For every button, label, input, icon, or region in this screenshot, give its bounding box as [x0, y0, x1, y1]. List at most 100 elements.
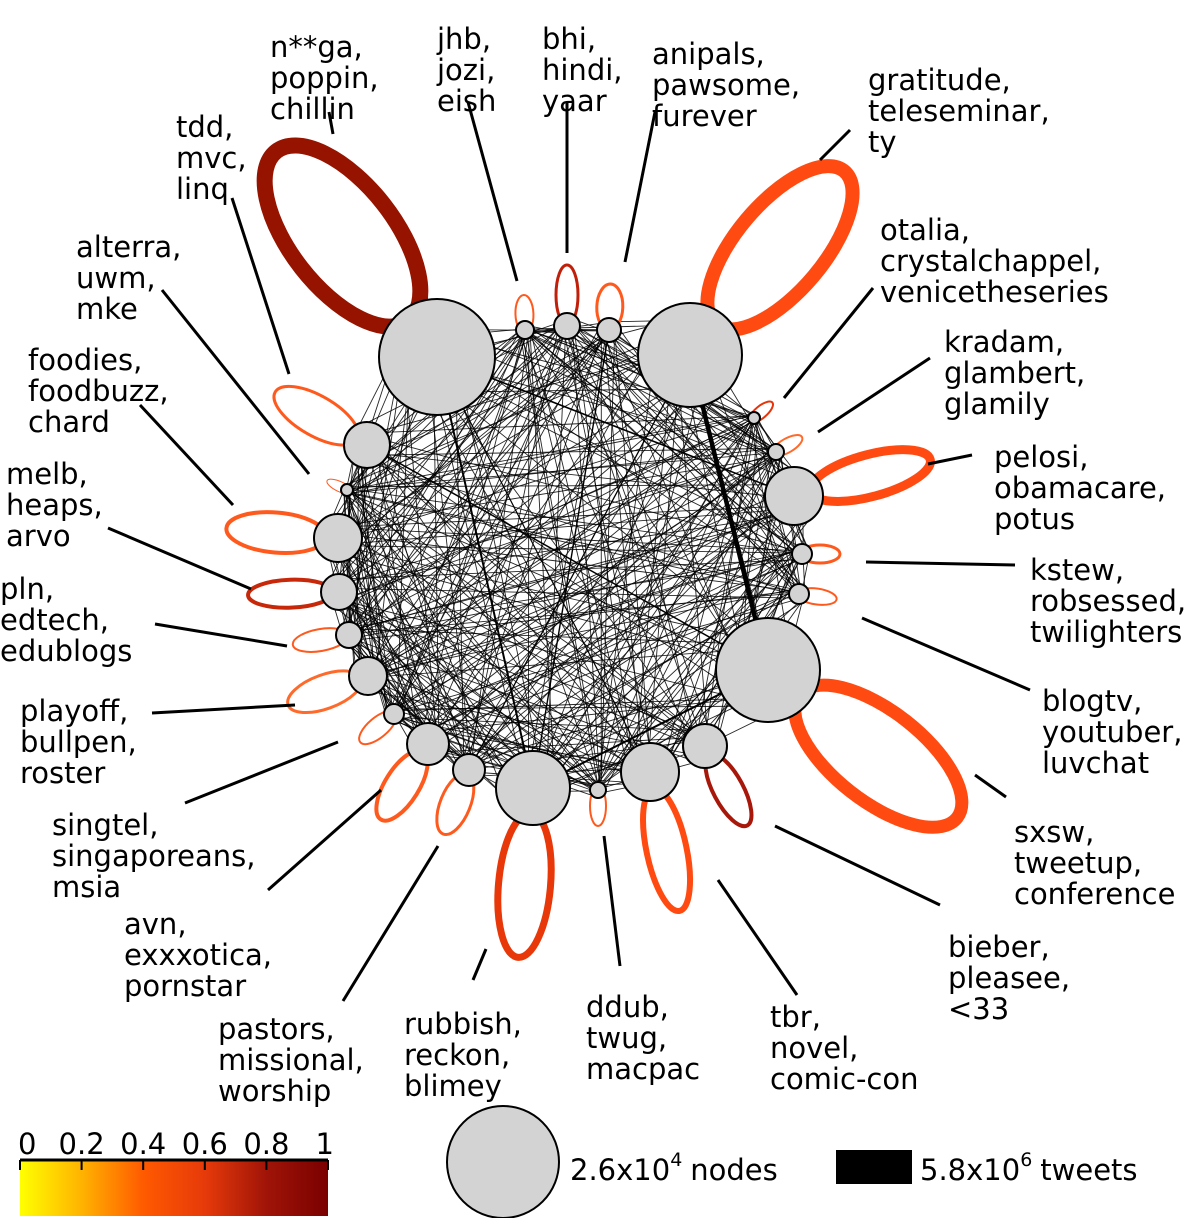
community-label-line: pastors, [218, 1012, 335, 1046]
community-label-line: pleasee, [948, 961, 1070, 995]
leader-line-avn [267, 788, 382, 892]
edge [343, 490, 785, 681]
leader-line-kstew [865, 560, 1016, 567]
edge [340, 550, 712, 750]
community-nodes [313, 298, 824, 826]
edge [603, 333, 645, 775]
community-label-line: potus [994, 502, 1075, 536]
community-label-line: twilighters [1030, 615, 1182, 649]
nodes-unit: nodes [690, 1153, 777, 1187]
leader-line-rubbish [471, 948, 488, 981]
community-label-line: pornstar [124, 969, 246, 1003]
community-label-line: jozi, [436, 53, 495, 87]
edge [349, 591, 419, 732]
edge [350, 492, 602, 791]
edge [371, 337, 603, 461]
community-label-line: tdd, [176, 110, 233, 144]
edge [428, 590, 798, 738]
edge [348, 580, 389, 717]
community-label-melb: melb,heaps,arvo [6, 457, 103, 553]
edge [347, 489, 717, 747]
edge [526, 324, 609, 781]
edge [350, 434, 699, 736]
leader-line-pln [154, 622, 288, 648]
community-label-line: chard [28, 405, 110, 439]
leader-line-anipals [623, 111, 657, 263]
edge [350, 487, 556, 799]
leader-line-jhb [466, 101, 519, 282]
edge [563, 321, 797, 555]
edge [335, 549, 521, 789]
community-label-line: edublogs [0, 634, 132, 668]
community-label-jhb: jhb,jozi,eish [436, 22, 496, 118]
edge-width-legend-swatch [836, 1150, 912, 1184]
edge [425, 326, 568, 730]
edge [529, 328, 557, 812]
edge-heavy [436, 356, 534, 789]
community-node [553, 312, 581, 340]
edge [367, 452, 710, 755]
edge [377, 440, 634, 754]
community-label-line: glambert, [944, 356, 1085, 390]
edge [602, 447, 782, 793]
edge [330, 456, 780, 529]
community-label-line: blogtv, [1042, 684, 1142, 718]
edge [477, 590, 800, 761]
community-label-line: ty [868, 125, 897, 159]
edge [349, 325, 617, 635]
edge [355, 457, 393, 708]
community-label-blogtv: blogtv,youtuber,luvchat [1042, 684, 1182, 780]
edge [337, 532, 806, 593]
leader-line-singtel [184, 740, 339, 805]
edge [597, 513, 815, 789]
community-label-kradam: kradam,glambert,glamily [944, 325, 1085, 421]
community-labels: n**ga,poppin,chillinjhb,jozi,eishbhi,hin… [0, 22, 1186, 1108]
edge [392, 596, 805, 714]
community-label-pelosi: pelosi,obamacare,potus [994, 440, 1166, 536]
community-label-line: <33 [948, 992, 1009, 1026]
self-loop [494, 809, 555, 961]
leader-line-alterra [160, 289, 311, 475]
edge [343, 548, 807, 641]
edge [422, 381, 697, 747]
community-label-line: singaporeans, [52, 839, 255, 873]
community-label-rubbish: rubbish,reckon,blimey [404, 1007, 522, 1103]
community-label-line: heaps, [6, 488, 103, 522]
edge [510, 479, 795, 772]
edge [371, 452, 814, 502]
edge [594, 447, 780, 792]
edge [346, 592, 794, 635]
edge [351, 447, 776, 457]
edge [344, 545, 809, 554]
edge [346, 447, 780, 494]
edge [341, 325, 524, 634]
community-label-line: missional, [218, 1043, 364, 1077]
community-label-avn: avn,exxxotica,pornstar [124, 907, 272, 1003]
community-label-line: sxsw, [1014, 815, 1094, 849]
community-label-pastors: pastors,missional,worship [218, 1012, 364, 1108]
edge [705, 415, 754, 734]
tweets-base: 5.8x10 [920, 1153, 1020, 1187]
community-label-anipals: anipals,pawsome,furever [652, 37, 800, 133]
tweets-exponent: 6 [1020, 1149, 1032, 1171]
edge [354, 413, 755, 538]
edge [347, 492, 798, 596]
colorbar-tick-label: 0.2 [59, 1127, 105, 1161]
edge-heavy [366, 444, 769, 671]
edge [372, 447, 742, 696]
community-label-line: obamacare, [994, 471, 1166, 505]
edge [332, 547, 655, 784]
community-label-line: yaar [542, 84, 607, 118]
tweets-unit: tweets [1040, 1153, 1137, 1187]
community-label-line: twug, [586, 1021, 667, 1055]
community-label-line: playoff, [20, 694, 128, 728]
leader-line-ddub [602, 835, 622, 967]
community-label-line: robsessed, [1030, 584, 1186, 618]
community-label-line: jhb, [436, 22, 491, 56]
community-label-line: edtech, [0, 603, 109, 637]
community-label-line: ddub, [586, 990, 669, 1024]
community-label-line: bieber, [948, 930, 1050, 964]
community-label-line: crystalchappel, [880, 244, 1101, 278]
edge [354, 457, 795, 594]
